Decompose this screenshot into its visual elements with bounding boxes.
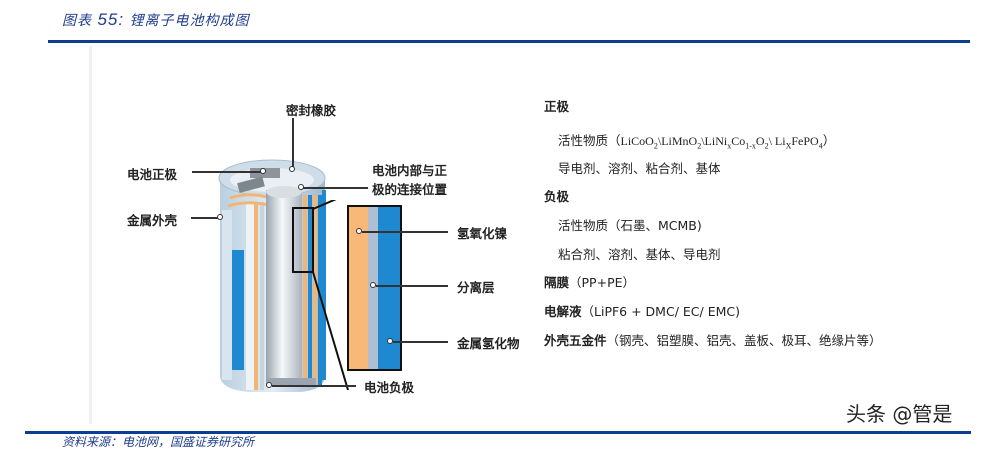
- separator-heading: 隔膜: [544, 275, 570, 290]
- metal-hydride-layer: [378, 207, 400, 369]
- callout-dot: [289, 166, 295, 172]
- callout-seal-rubber: 密封橡胶: [286, 103, 337, 118]
- callout-nickel-hydroxide: 氢氧化镍: [457, 226, 508, 241]
- separator-layer: [368, 207, 378, 369]
- leader-line: [272, 385, 356, 387]
- figure-title: 图表 55: 锂离子电池构成图: [62, 10, 250, 30]
- callout-dot: [260, 168, 266, 174]
- leader-line: [303, 187, 368, 189]
- callout-internal-connection-line1: 电池内部与正: [372, 163, 448, 178]
- callout-internal-connection-line2: 极的连接位置: [372, 182, 448, 197]
- callout-metal-case: 金属外壳: [127, 213, 178, 228]
- leader-line: [376, 285, 448, 287]
- zoom-connector-lines: [312, 200, 349, 390]
- battery-cutaway-illustration: [218, 159, 326, 392]
- electrolyte-item: 电解液（LiPF6 + DMC/ EC/ EMC): [544, 301, 740, 320]
- hardware-heading: 外壳五金件: [544, 333, 607, 348]
- anode-active-material: 活性物质（石墨、MCMB): [558, 218, 702, 233]
- figure-title-text: 锂离子电池构成图: [129, 13, 250, 29]
- callout-dot: [370, 282, 376, 288]
- leader-line: [393, 341, 448, 343]
- electrolyte-detail: （LiPF6 + DMC/ EC/ EMC): [581, 304, 740, 319]
- leader-line: [192, 171, 262, 173]
- cathode-others: 导电剂、溶剂、粘合剂、基体: [558, 161, 721, 176]
- cathode-active-material: 活性物质（LiCoO2\LiMnO2\LiNixCo1-xO2\ LiXFePO…: [558, 130, 835, 150]
- leader-line: [292, 118, 294, 168]
- callout-dot: [217, 214, 223, 220]
- leader-line: [362, 231, 448, 233]
- enlarged-layer-box: [347, 205, 402, 371]
- cathode-active-label: 活性物质（: [558, 133, 621, 148]
- source-note: 资料来源：电池网，国盛证券研究所: [62, 435, 255, 449]
- separator-detail: （PP+PE）: [569, 275, 636, 290]
- callout-separator: 分离层: [457, 280, 495, 295]
- nickel-hydroxide-layer: [349, 207, 368, 369]
- callout-dot: [356, 228, 362, 234]
- top-divider: [48, 40, 970, 43]
- callout-negative-terminal: 电池负极: [364, 380, 415, 395]
- anode-heading: 负极: [544, 189, 570, 204]
- cathode-heading: 正极: [544, 99, 570, 114]
- callout-dot: [387, 338, 393, 344]
- cathode-active-close: ）: [822, 133, 836, 148]
- callout-dot: [266, 382, 272, 388]
- leader-line: [191, 217, 219, 219]
- callout-dot: [298, 184, 304, 190]
- anode-others: 粘合剂、溶剂、基体、导电剂: [558, 247, 721, 262]
- figure-number: 55:: [97, 10, 125, 29]
- figure-title-prefix: 图表: [62, 13, 92, 29]
- cathode-formula: LiCoO2\LiMnO2\LiNixCo1-xO2\ LiXFePO4: [620, 134, 823, 151]
- bottom-divider: [25, 431, 971, 434]
- watermark: 头条 @管是: [846, 402, 953, 426]
- callout-positive-terminal: 电池正极: [127, 167, 178, 182]
- hardware-detail: （钢壳、铝塑膜、铝壳、盖板、极耳、绝缘片等）: [606, 333, 882, 348]
- callout-metal-hydride: 金属氢化物: [457, 336, 520, 351]
- hardware-item: 外壳五金件（钢壳、铝塑膜、铝壳、盖板、极耳、绝缘片等）: [544, 330, 882, 349]
- left-divider: [89, 46, 92, 424]
- separator-item: 隔膜（PP+PE）: [544, 272, 635, 291]
- electrolyte-heading: 电解液: [544, 304, 582, 319]
